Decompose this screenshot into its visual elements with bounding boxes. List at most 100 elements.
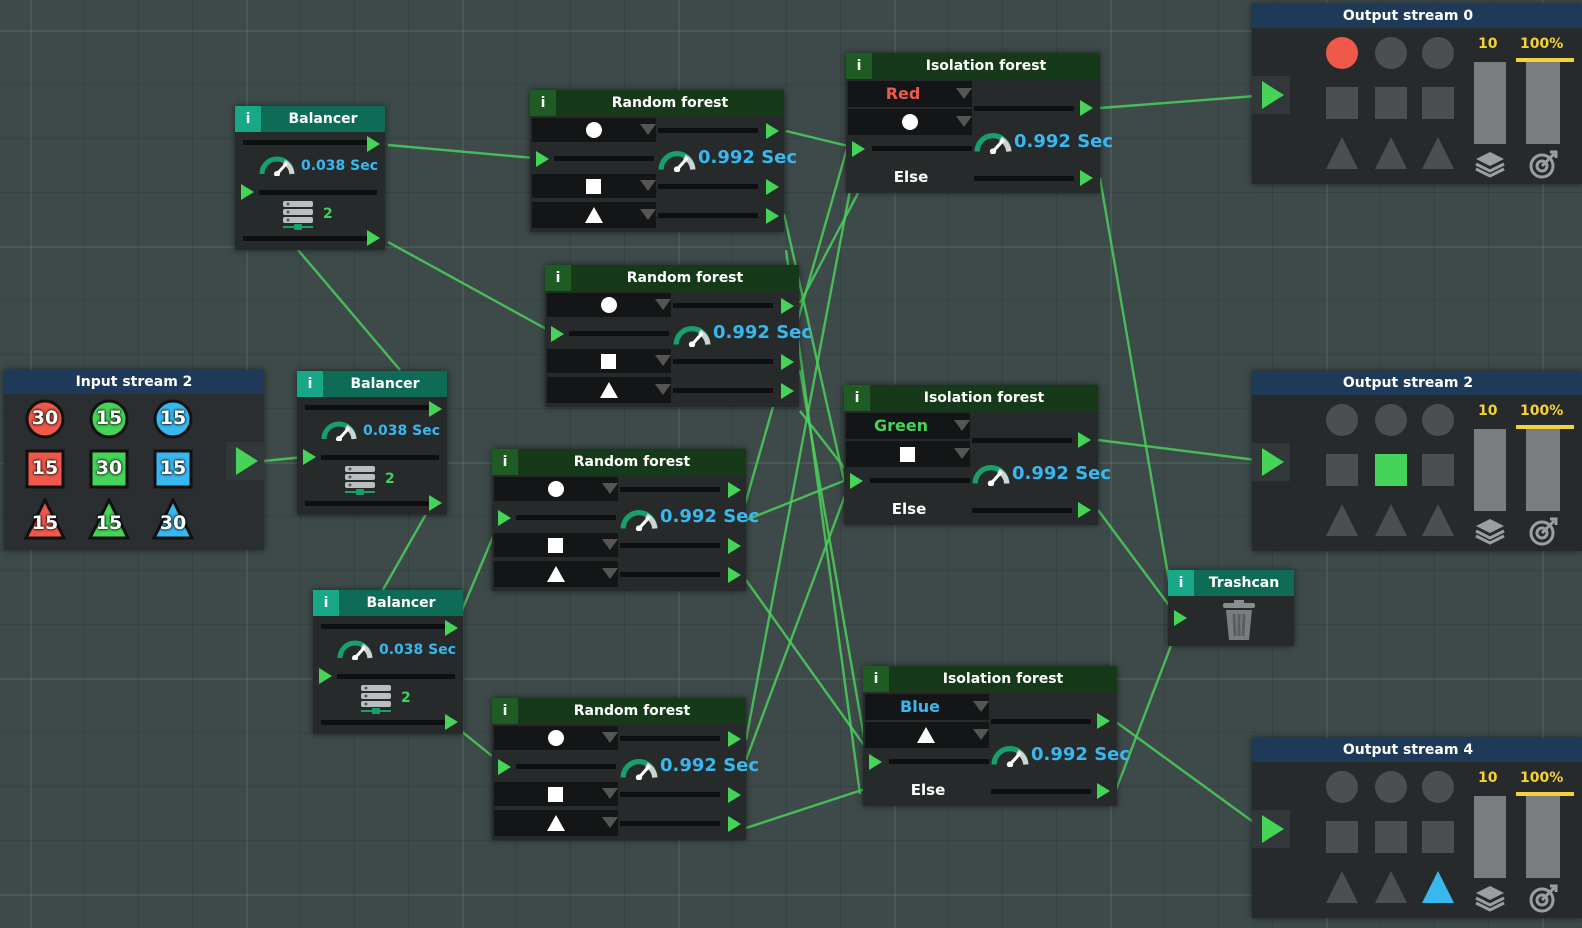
- isolation-forest-output-port[interactable]: [1080, 100, 1093, 116]
- random-forest-input-port[interactable]: [536, 151, 549, 167]
- balancer-output-port[interactable]: [445, 714, 458, 730]
- square-filter[interactable]: [494, 782, 618, 806]
- dropdown-icon[interactable]: [973, 701, 989, 712]
- random-forest-output-port[interactable]: [728, 731, 741, 747]
- balancer-output-port[interactable]: [367, 136, 380, 152]
- isolation-forest-output-port[interactable]: [1097, 783, 1110, 799]
- isolation-forest-input-port[interactable]: [852, 141, 865, 157]
- triangle-filter[interactable]: [494, 810, 618, 836]
- square-filter[interactable]: [494, 533, 618, 557]
- dropdown-icon[interactable]: [956, 88, 972, 99]
- color-filter[interactable]: Green: [846, 413, 970, 439]
- square-filter[interactable]: [547, 349, 671, 373]
- random-forest-output-port[interactable]: [781, 354, 794, 370]
- dropdown-icon[interactable]: [655, 299, 671, 310]
- balancer-output-port[interactable]: [429, 495, 442, 511]
- random-forest-input-port[interactable]: [551, 326, 564, 342]
- info-button[interactable]: i: [545, 265, 571, 291]
- balancer-output-port[interactable]: [367, 230, 380, 246]
- isolation-forest-output-port[interactable]: [1078, 432, 1091, 448]
- dropdown-icon[interactable]: [954, 420, 970, 431]
- shape-filter[interactable]: [846, 441, 970, 467]
- output-stream-input-port[interactable]: [1252, 443, 1290, 481]
- info-button[interactable]: i: [863, 666, 889, 692]
- info-button[interactable]: i: [313, 590, 339, 616]
- isolation-forest-input-port[interactable]: [869, 754, 882, 770]
- balancer-input-port[interactable]: [303, 449, 316, 465]
- output-stream-node[interactable]: Output stream 2 10 100%: [1252, 371, 1582, 551]
- info-button[interactable]: i: [844, 385, 870, 411]
- color-filter[interactable]: Blue: [865, 694, 989, 720]
- dropdown-icon[interactable]: [602, 483, 618, 494]
- shape-filter[interactable]: [848, 109, 972, 135]
- circle-filter[interactable]: [494, 726, 618, 750]
- info-button[interactable]: i: [1168, 570, 1194, 596]
- output-stream-node[interactable]: Output stream 4 10 100%: [1252, 738, 1582, 918]
- dropdown-icon[interactable]: [640, 124, 656, 135]
- color-filter[interactable]: Red: [848, 81, 972, 107]
- isolation-forest-input-port[interactable]: [850, 473, 863, 489]
- random-forest-input-port[interactable]: [498, 759, 511, 775]
- dropdown-icon[interactable]: [602, 539, 618, 550]
- output-stream-input-port[interactable]: [1252, 810, 1290, 848]
- circle-filter[interactable]: [532, 118, 656, 142]
- dropdown-icon[interactable]: [640, 180, 656, 191]
- dropdown-icon[interactable]: [954, 448, 970, 459]
- info-button[interactable]: i: [530, 90, 556, 116]
- random-forest-output-port[interactable]: [781, 298, 794, 314]
- random-forest-output-port[interactable]: [728, 538, 741, 554]
- dropdown-icon[interactable]: [973, 729, 989, 740]
- output-stream-node[interactable]: Output stream 0 10 100%: [1252, 4, 1582, 184]
- random-forest-output-port[interactable]: [728, 567, 741, 583]
- triangle-filter[interactable]: [532, 202, 656, 228]
- dropdown-icon[interactable]: [602, 788, 618, 799]
- info-button[interactable]: i: [846, 53, 872, 79]
- isolation-forest-output-port[interactable]: [1078, 502, 1091, 518]
- dropdown-icon[interactable]: [602, 817, 618, 828]
- balancer-input-port[interactable]: [241, 184, 254, 200]
- dropdown-icon[interactable]: [602, 568, 618, 579]
- dropdown-icon[interactable]: [602, 732, 618, 743]
- triangle-filter[interactable]: [494, 561, 618, 587]
- random-forest-output-port[interactable]: [781, 383, 794, 399]
- info-button[interactable]: i: [492, 449, 518, 475]
- random-forest-output-port[interactable]: [728, 787, 741, 803]
- dropdown-icon[interactable]: [956, 116, 972, 127]
- circle-filter[interactable]: [547, 293, 671, 317]
- info-button[interactable]: i: [235, 106, 261, 132]
- trashcan-input-port[interactable]: [1174, 610, 1187, 626]
- balancer-input-port[interactable]: [319, 668, 332, 684]
- shape-filter[interactable]: [865, 722, 989, 748]
- isolation-forest-output-port[interactable]: [1097, 713, 1110, 729]
- random-forest-output-port[interactable]: [766, 208, 779, 224]
- input-stream-node[interactable]: Input stream 2 30 15 15 15 30 15 15 15 3…: [4, 370, 264, 550]
- dropdown-icon[interactable]: [640, 209, 656, 220]
- isolation-forest-output-port[interactable]: [1080, 170, 1093, 186]
- random-forest-input-port[interactable]: [498, 510, 511, 526]
- circle-filter[interactable]: [494, 477, 618, 501]
- square-filter[interactable]: [532, 174, 656, 198]
- balancer-output-port[interactable]: [429, 401, 442, 417]
- dropdown-icon[interactable]: [655, 355, 671, 366]
- balancer-output-port[interactable]: [445, 620, 458, 636]
- random-forest-output-port[interactable]: [728, 816, 741, 832]
- info-button[interactable]: i: [492, 698, 518, 724]
- random-forest-output-port[interactable]: [766, 123, 779, 139]
- triangle-filter[interactable]: [547, 377, 671, 403]
- random-forest-output-port[interactable]: [766, 179, 779, 195]
- dropdown-icon[interactable]: [655, 384, 671, 395]
- random-forest-output-port[interactable]: [728, 482, 741, 498]
- input-stream-output-port[interactable]: [226, 442, 264, 480]
- info-button[interactable]: i: [297, 371, 323, 397]
